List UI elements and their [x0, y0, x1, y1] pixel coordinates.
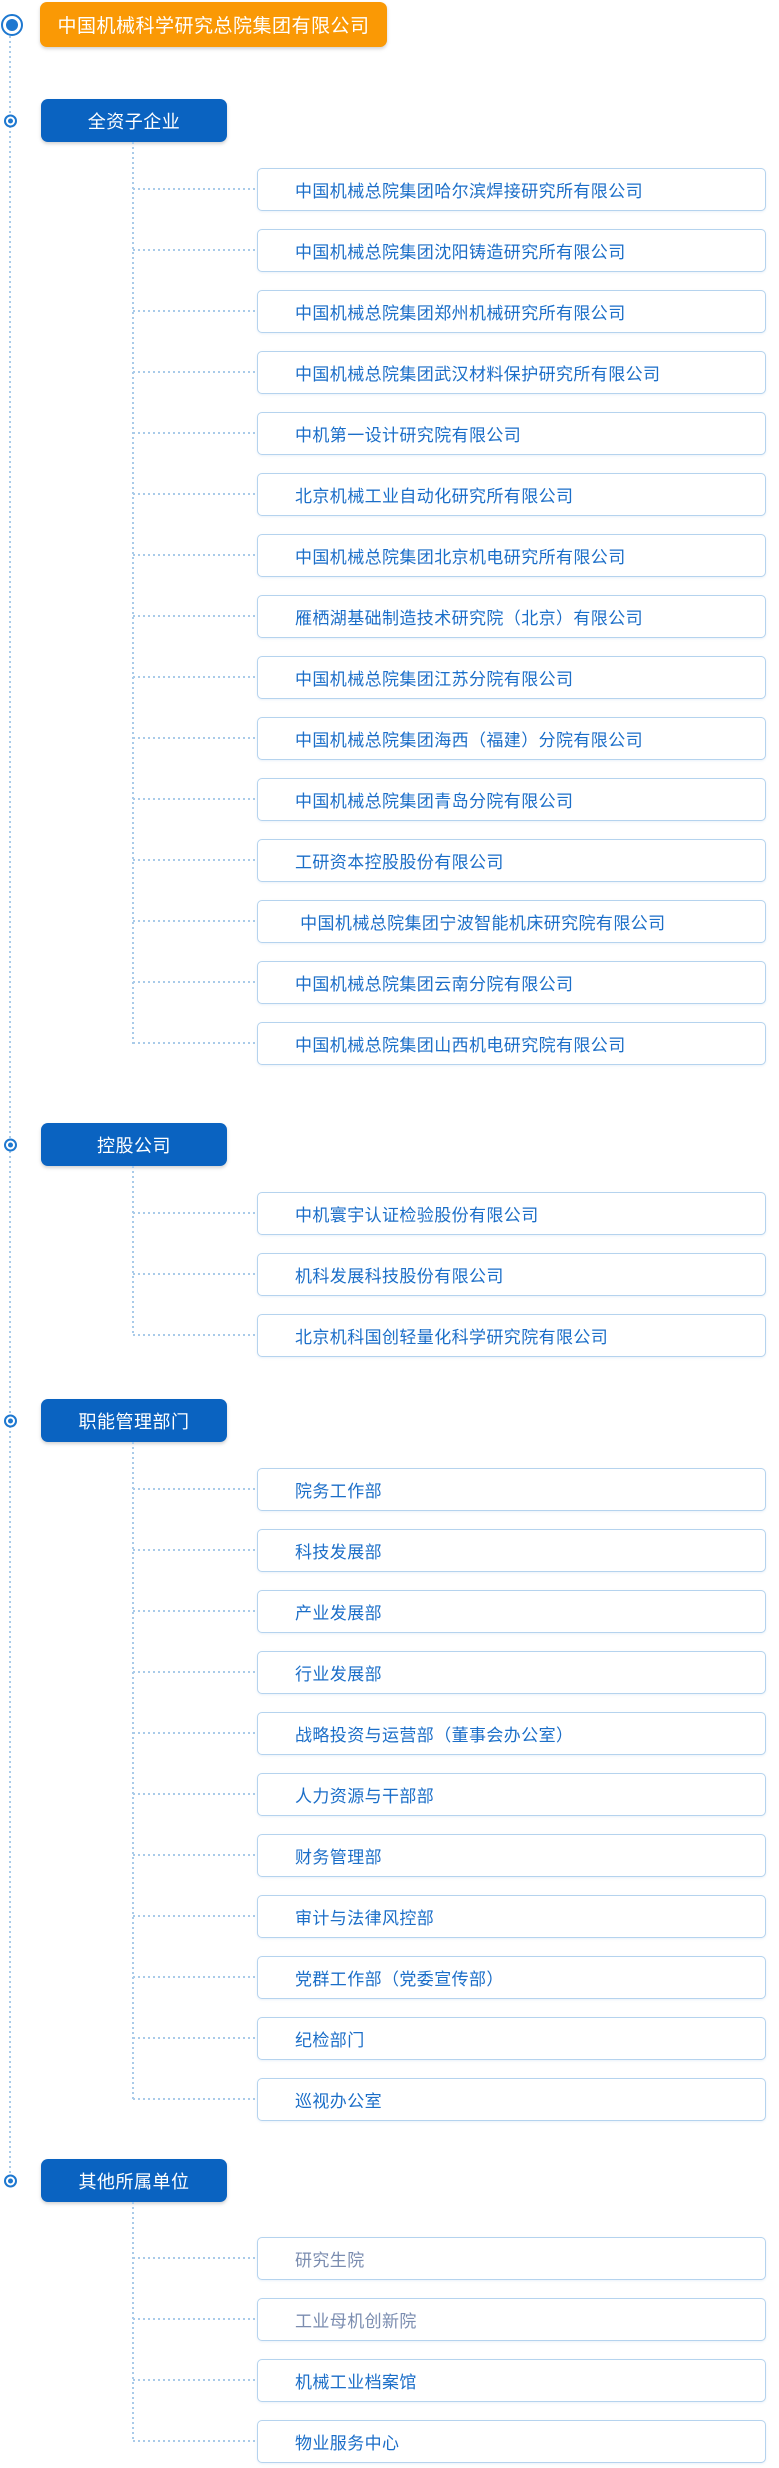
section-header-row: 其他所属单位	[0, 2159, 779, 2202]
org-item[interactable]: 中机第一设计研究院有限公司	[257, 412, 766, 455]
section-header-row: 控股公司	[0, 1123, 779, 1166]
section-header[interactable]: 控股公司	[41, 1123, 227, 1166]
org-item-row: 产业发展部	[133, 1590, 779, 1633]
root-connector-line	[9, 36, 11, 2182]
org-item-row: 财务管理部	[133, 1834, 779, 1877]
org-item-row: 党群工作部（党委宣传部）	[133, 1956, 779, 1999]
section-header[interactable]: 其他所属单位	[41, 2159, 227, 2202]
org-item[interactable]: 中国机械总院集团江苏分院有限公司	[257, 656, 766, 699]
org-tree: 全资子企业 中国机械总院集团哈尔滨焊接研究所有限公司 中国机械总院集团沈阳铸造研…	[0, 99, 779, 2463]
org-item[interactable]: 雁栖湖基础制造技术研究院（北京）有限公司	[257, 595, 766, 638]
radio-bullet-icon	[4, 1414, 17, 1427]
section-header[interactable]: 职能管理部门	[41, 1399, 227, 1442]
org-item[interactable]: 中国机械总院集团云南分院有限公司	[257, 961, 766, 1004]
org-item-row: 中国机械总院集团武汉材料保护研究所有限公司	[133, 351, 779, 394]
org-item[interactable]: 行业发展部	[257, 1651, 766, 1694]
org-item[interactable]: 中国机械总院集团哈尔滨焊接研究所有限公司	[257, 168, 766, 211]
radio-bullet-icon	[4, 1138, 17, 1151]
org-item-row: 纪检部门	[133, 2017, 779, 2060]
section-items: 院务工作部 科技发展部 产业发展部 行业发展部 战略投资与运营部（董事会办公室）…	[0, 1442, 779, 2121]
root-org-header[interactable]: 中国机械科学研究总院集团有限公司	[40, 2, 387, 47]
org-item-row: 雁栖湖基础制造技术研究院（北京）有限公司	[133, 595, 779, 638]
org-item[interactable]: 机械工业档案馆	[257, 2359, 766, 2402]
org-item-row: 中国机械总院集团海西（福建）分院有限公司	[133, 717, 779, 760]
org-item-row: 中国机械总院集团郑州机械研究所有限公司	[133, 290, 779, 333]
org-item[interactable]: 中国机械总院集团郑州机械研究所有限公司	[257, 290, 766, 333]
section-items: 中机寰宇认证检验股份有限公司 机科发展科技股份有限公司 北京机科国创轻量化科学研…	[0, 1166, 779, 1357]
org-item[interactable]: 院务工作部	[257, 1468, 766, 1511]
org-item-row: 中国机械总院集团沈阳铸造研究所有限公司	[133, 229, 779, 272]
org-item[interactable]: 审计与法律风控部	[257, 1895, 766, 1938]
org-item[interactable]: 党群工作部（党委宣传部）	[257, 1956, 766, 1999]
org-item[interactable]: 中国机械总院集团青岛分院有限公司	[257, 778, 766, 821]
org-section: 全资子企业 中国机械总院集团哈尔滨焊接研究所有限公司 中国机械总院集团沈阳铸造研…	[0, 99, 779, 1065]
org-item[interactable]: 中国机械总院集团山西机电研究院有限公司	[257, 1022, 766, 1065]
org-item[interactable]: 产业发展部	[257, 1590, 766, 1633]
org-item[interactable]: 战略投资与运营部（董事会办公室）	[257, 1712, 766, 1755]
section-items: 中国机械总院集团哈尔滨焊接研究所有限公司 中国机械总院集团沈阳铸造研究所有限公司…	[0, 142, 779, 1065]
org-item-row: 行业发展部	[133, 1651, 779, 1694]
org-item-row: 机械工业档案馆	[133, 2359, 779, 2402]
org-item-row: 中机第一设计研究院有限公司	[133, 412, 779, 455]
org-item-row: 机科发展科技股份有限公司	[133, 1253, 779, 1296]
org-item-row: 院务工作部	[133, 1468, 779, 1511]
org-section: 职能管理部门 院务工作部 科技发展部 产业发展部 行业发展部 战略投资与运营部（…	[0, 1399, 779, 2121]
org-section: 其他所属单位 研究生院 工业母机创新院 机械工业档案馆 物业服务中心	[0, 2159, 779, 2463]
org-item-row: 研究生院	[133, 2237, 779, 2280]
org-item[interactable]: 科技发展部	[257, 1529, 766, 1572]
org-item[interactable]: 中国机械总院集团海西（福建）分院有限公司	[257, 717, 766, 760]
section-header-row: 全资子企业	[0, 99, 779, 142]
org-item[interactable]: 中国机械总院集团北京机电研究所有限公司	[257, 534, 766, 577]
org-item[interactable]: 工业母机创新院	[257, 2298, 766, 2341]
org-item-row: 工研资本控股股份有限公司	[133, 839, 779, 882]
org-item[interactable]: 北京机科国创轻量化科学研究院有限公司	[257, 1314, 766, 1357]
org-item-row: 中国机械总院集团哈尔滨焊接研究所有限公司	[133, 168, 779, 211]
org-item-row: 人力资源与干部部	[133, 1773, 779, 1816]
org-item[interactable]: 财务管理部	[257, 1834, 766, 1877]
org-item[interactable]: 中国机械总院集团武汉材料保护研究所有限公司	[257, 351, 766, 394]
root-node: 中国机械科学研究总院集团有限公司	[0, 2, 779, 47]
org-item-row: 中国机械总院集团宁波智能机床研究院有限公司	[133, 900, 779, 943]
org-item[interactable]: 巡视办公室	[257, 2078, 766, 2121]
section-header[interactable]: 全资子企业	[41, 99, 227, 142]
org-section: 控股公司 中机寰宇认证检验股份有限公司 机科发展科技股份有限公司 北京机科国创轻…	[0, 1123, 779, 1357]
org-item-row: 中国机械总院集团青岛分院有限公司	[133, 778, 779, 821]
org-item[interactable]: 机科发展科技股份有限公司	[257, 1253, 766, 1296]
org-item[interactable]: 人力资源与干部部	[257, 1773, 766, 1816]
org-item[interactable]: 物业服务中心	[257, 2420, 766, 2463]
org-item-row: 中国机械总院集团云南分院有限公司	[133, 961, 779, 1004]
section-header-row: 职能管理部门	[0, 1399, 779, 1442]
org-item[interactable]: 研究生院	[257, 2237, 766, 2280]
org-item-row: 物业服务中心	[133, 2420, 779, 2463]
org-item[interactable]: 工研资本控股股份有限公司	[257, 839, 766, 882]
section-items: 研究生院 工业母机创新院 机械工业档案馆 物业服务中心	[0, 2202, 779, 2463]
org-item[interactable]: 纪检部门	[257, 2017, 766, 2060]
org-item-row: 中机寰宇认证检验股份有限公司	[133, 1192, 779, 1235]
radio-bullet-icon	[1, 13, 23, 36]
org-item-row: 审计与法律风控部	[133, 1895, 779, 1938]
radio-bullet-icon	[4, 2174, 17, 2187]
radio-bullet-icon	[4, 114, 17, 127]
org-item[interactable]: 中国机械总院集团沈阳铸造研究所有限公司	[257, 229, 766, 272]
org-item-row: 中国机械总院集团山西机电研究院有限公司	[133, 1022, 779, 1065]
org-item-row: 工业母机创新院	[133, 2298, 779, 2341]
org-item-row: 北京机科国创轻量化科学研究院有限公司	[133, 1314, 779, 1357]
org-item[interactable]: 中国机械总院集团宁波智能机床研究院有限公司	[257, 900, 766, 943]
org-item-row: 中国机械总院集团江苏分院有限公司	[133, 656, 779, 699]
org-item-row: 战略投资与运营部（董事会办公室）	[133, 1712, 779, 1755]
org-item-row: 中国机械总院集团北京机电研究所有限公司	[133, 534, 779, 577]
org-item-row: 科技发展部	[133, 1529, 779, 1572]
org-item-row: 巡视办公室	[133, 2078, 779, 2121]
org-item-row: 北京机械工业自动化研究所有限公司	[133, 473, 779, 516]
org-item[interactable]: 中机寰宇认证检验股份有限公司	[257, 1192, 766, 1235]
org-item[interactable]: 北京机械工业自动化研究所有限公司	[257, 473, 766, 516]
